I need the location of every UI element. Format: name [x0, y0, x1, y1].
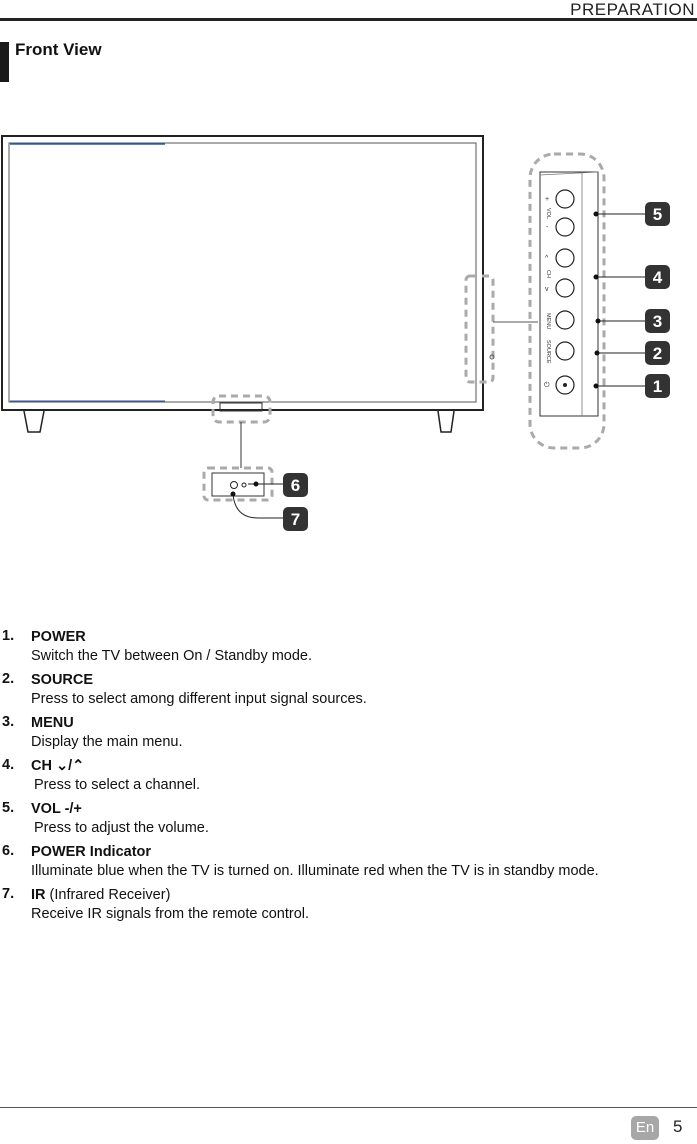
callout-1-badge: [645, 374, 670, 398]
label-vol: VOL: [545, 208, 551, 219]
side-buttons: [555, 189, 575, 395]
item-desc: Illuminate blue when the TV is turned on…: [31, 863, 599, 879]
ch-up-button: [555, 248, 575, 268]
item-number: 7.: [2, 886, 15, 902]
list-item: 5. VOL -/+ Press to adjust the volume.: [0, 800, 697, 838]
tv-foot-right: [437, 410, 455, 433]
svg-text:^: ^: [545, 255, 549, 262]
side-panel: [539, 171, 599, 417]
ch-down-button: [555, 278, 575, 298]
item-desc: Switch the TV between On / Standby mode.: [31, 648, 313, 664]
tv-front-diagram: VOL CH MENU SOURCE + - ^ v ⏻ 5 4 3 2 1: [1, 135, 670, 531]
callout-1-label: 1: [653, 377, 662, 396]
list-item: 3. MENU Display the main menu.: [0, 714, 697, 752]
list-item: 1. POWER Switch the TV between On / Stan…: [0, 628, 697, 666]
item-number: 3.: [2, 714, 15, 730]
item-term-extra: (Infrared Receiver): [45, 887, 171, 903]
callout-7-label: 7: [291, 510, 300, 529]
callout-4-badge: [645, 265, 670, 289]
item-term: VOL -/+: [31, 801, 82, 817]
item-number: 6.: [2, 843, 15, 859]
item-number: 1.: [2, 628, 15, 644]
svg-text:⏻: ⏻: [544, 381, 550, 389]
item-term: SOURCE: [31, 672, 94, 688]
section-marker: [0, 42, 9, 82]
svg-text:+: +: [545, 196, 549, 203]
callout-3-label: 3: [653, 312, 662, 331]
item-desc: Press to select a channel.: [34, 777, 201, 793]
item-term: MENU: [31, 715, 74, 731]
callout-5-label: 5: [653, 205, 662, 224]
callout-4-label: 4: [653, 268, 663, 287]
callout-6-badge: [283, 473, 308, 497]
menu-button: [555, 310, 575, 330]
callout-3-badge: [645, 309, 670, 333]
power-led: [241, 482, 247, 488]
callout-2-badge: [645, 341, 670, 365]
tv-frame: [1, 135, 484, 411]
list-item: 7. IR (Infrared Receiver) Receive IR sig…: [0, 886, 697, 924]
item-term: CH ⌄/⌃: [31, 758, 85, 774]
tv-screen: [8, 142, 477, 403]
callout-7-badge: [283, 507, 308, 531]
item-term: POWER Indicator: [31, 844, 152, 860]
source-button: [555, 341, 575, 361]
item-number: 2.: [2, 671, 15, 687]
list-item: 2. SOURCE Press to select among differen…: [0, 671, 697, 709]
list-item: 4. CH ⌄/⌃ Press to select a channel.: [0, 757, 697, 795]
item-number: 5.: [2, 800, 15, 816]
callout-6-label: 6: [291, 476, 300, 495]
header-title: PREPARATION: [570, 0, 695, 19]
list-item: 6. POWER Indicator Illuminate blue when …: [0, 843, 697, 881]
item-desc: Display the main menu.: [31, 734, 183, 750]
item-term: IR: [31, 887, 46, 903]
item-desc: Press to adjust the volume.: [34, 820, 209, 836]
power-button: [555, 375, 575, 395]
ir-module: [219, 402, 263, 412]
tv-foot-left: [23, 410, 45, 433]
item-desc: Press to select among different input si…: [31, 691, 367, 707]
item-term: POWER: [31, 629, 86, 645]
item-number: 4.: [2, 757, 15, 773]
label-source: SOURCE: [545, 340, 551, 364]
language-badge: En: [631, 1116, 659, 1140]
footer-rule: [0, 1107, 697, 1108]
vol-minus-button: [555, 217, 575, 237]
svg-text:v: v: [545, 286, 549, 293]
header-rule: [0, 18, 697, 21]
label-menu: MENU: [545, 313, 551, 329]
feature-list: 1. POWER Switch the TV between On / Stan…: [0, 628, 697, 929]
page-number: 5: [673, 1117, 683, 1136]
svg-text:-: -: [546, 224, 549, 231]
vol-plus-button: [555, 189, 575, 209]
callout-5-badge: [645, 202, 670, 226]
callout-2-label: 2: [653, 344, 662, 363]
section-title: Front View: [15, 40, 102, 59]
label-ch: CH: [545, 270, 551, 278]
ir-sensor: [230, 481, 238, 489]
item-desc: Receive IR signals from the remote contr…: [31, 906, 310, 922]
